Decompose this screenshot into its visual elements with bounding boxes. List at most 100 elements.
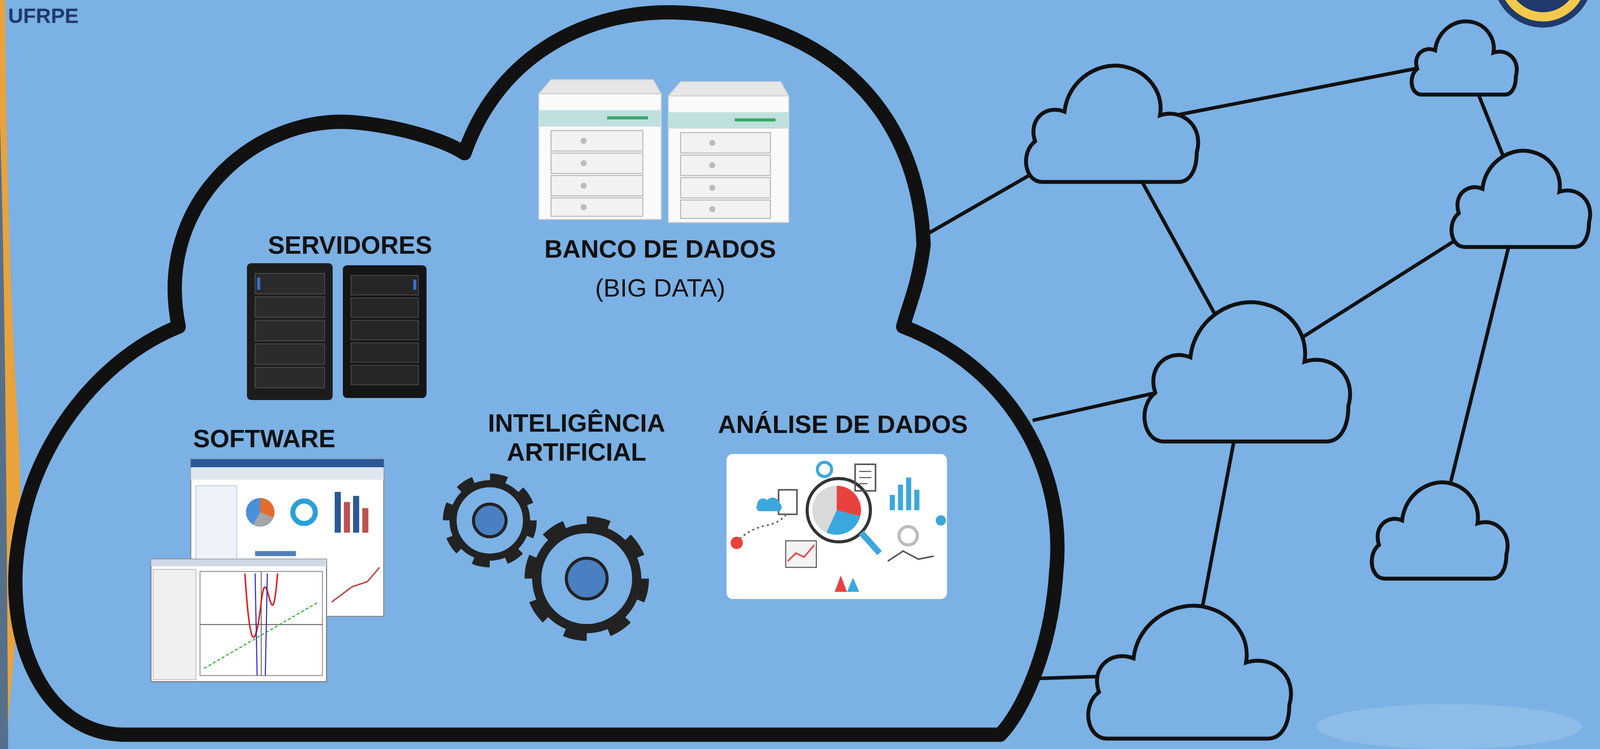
pie-slice (826, 510, 861, 535)
window-titlebar (190, 459, 384, 468)
chart-frame (785, 540, 817, 568)
document (855, 464, 876, 491)
storage-knob (580, 137, 587, 144)
storage-bay (680, 200, 771, 219)
side-panel (152, 569, 196, 680)
component-label: SERVIDORES (268, 230, 433, 260)
document-line (859, 477, 872, 479)
trend-line (331, 567, 380, 602)
storage-body (538, 93, 662, 220)
storage-top (668, 81, 789, 97)
server-bay (255, 367, 325, 388)
triangle (834, 575, 847, 592)
storage-bay (680, 132, 771, 153)
calculator (778, 489, 797, 515)
component-label: BANCO DE DADOS (544, 234, 776, 264)
pie-chart (245, 497, 275, 527)
institution-label: UFRPE (8, 3, 79, 28)
analysis-illustration (726, 454, 948, 600)
storage-bay (551, 175, 644, 196)
server-light (257, 277, 261, 290)
storage-knob (709, 162, 716, 169)
bar (334, 491, 341, 533)
storage-body (668, 96, 789, 223)
gear-body (452, 483, 527, 558)
gear-body (536, 528, 637, 629)
component-label: ANÁLISE DE DADOS (717, 410, 968, 440)
text-slot: ANÁLISE DE DADOS (717, 410, 968, 440)
server-icon (246, 263, 333, 401)
storage-knob (580, 182, 587, 189)
storage-knob (709, 206, 716, 213)
storage-knob (580, 203, 587, 211)
axis (260, 571, 262, 676)
donut-chart (292, 501, 316, 524)
illustration-ground (726, 454, 948, 600)
cloud-node: SERVIDORES BANCO DE DADOS (BIG DATA) SOFTWA… (2, 2, 1069, 749)
small-cloud (1026, 65, 1199, 183)
gear-icon (531, 523, 643, 634)
storage-strip (668, 112, 789, 129)
location-pin (935, 515, 947, 526)
gauge (898, 526, 918, 545)
gear-teeth (449, 479, 531, 562)
pie-chart (812, 485, 862, 535)
bar (343, 502, 350, 534)
component-label: (BIG DATA) (594, 273, 726, 303)
bar (352, 495, 359, 533)
network-lines (922, 59, 1521, 679)
small-clouds (1026, 21, 1591, 739)
window-toolbar (190, 467, 384, 480)
text-slot: SERVIDORES (268, 230, 433, 260)
component-label: INTELIGÊNCIA ARTIFICIAL (474, 408, 679, 467)
small-cloud (1451, 150, 1591, 247)
server-bay (351, 365, 419, 385)
triangle (846, 577, 860, 592)
logo-ring (1496, 0, 1591, 25)
text-slot: INTELIGÊNCIA ARTIFICIAL (474, 408, 679, 467)
storage-leds (607, 116, 648, 120)
small-cloud (1411, 21, 1517, 95)
server-bay (351, 275, 419, 295)
bar (889, 494, 896, 511)
label-slot: UFRPE (8, 3, 79, 28)
logo-core (1508, 0, 1578, 13)
small-cloud (1144, 302, 1351, 442)
server-body (246, 263, 333, 401)
location-pin (730, 536, 743, 550)
magnifier-handle (861, 532, 880, 553)
storage-icon (538, 79, 662, 220)
document-line (859, 483, 868, 485)
storage-leds (734, 118, 776, 122)
window (151, 559, 327, 683)
storage-bay (680, 177, 771, 198)
text-slot: (BIG DATA) (594, 273, 726, 303)
small-cloud (1088, 605, 1291, 739)
server-bay (255, 343, 325, 365)
cloud-outline (2, 2, 1069, 749)
text-slot: BANCO DE DADOS (544, 234, 776, 264)
storage-knob (709, 184, 716, 191)
window-titlebar (151, 559, 327, 567)
server-icon (342, 265, 427, 398)
gear-hub (473, 504, 506, 537)
server-light (413, 279, 417, 291)
server-bay (351, 342, 419, 363)
server-body (342, 265, 427, 398)
cloud-mini (756, 497, 782, 511)
server-bay (255, 297, 325, 318)
bar (914, 489, 920, 511)
text-slot: SOFTWARE (193, 424, 336, 454)
storage-bay (551, 153, 644, 174)
gear-teeth (531, 523, 643, 634)
magnifier (807, 478, 871, 542)
server-bay (255, 320, 325, 341)
small-cloud (1371, 482, 1508, 579)
chart-line (787, 545, 815, 562)
dotted-path (739, 515, 786, 539)
component-label: SOFTWARE (193, 424, 336, 454)
storage-strip (538, 110, 662, 127)
